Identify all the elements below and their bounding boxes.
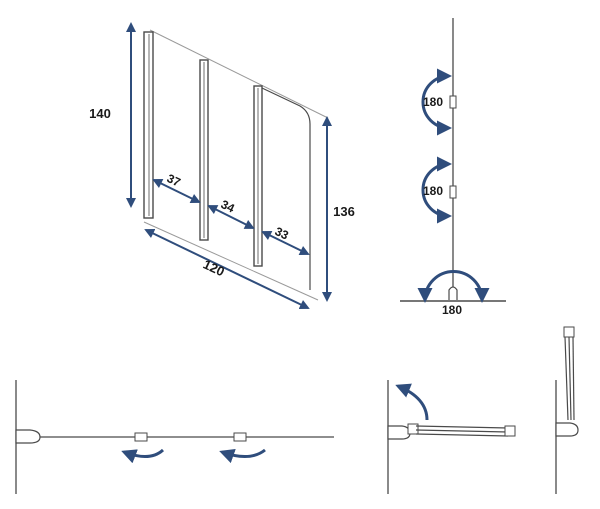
width-total-dimension [144,228,310,310]
wall-bracket [555,422,579,437]
width-total-label: 120 [201,257,227,280]
wall-hinge-angle: 180 [442,303,462,317]
height-left-label: 140 [89,106,111,121]
height-right-label: 136 [333,204,355,219]
curved-arrow-icon [421,68,452,136]
top-edge-line [149,29,329,119]
curved-arrow-icon [219,448,266,464]
curved-arrow-icon [395,383,429,421]
top-view-rotation: 180 180 180 [400,18,506,317]
hinge-stowed-top [563,326,575,338]
hinge-middle [449,185,457,199]
curved-arrow-icon [421,156,452,224]
hinge-middle-angle: 180 [423,184,443,198]
wall-hinge [448,286,458,300]
plan-view-folded [387,380,516,494]
panel-2-label: 34 [219,197,237,215]
bottom-edge-line [143,221,319,301]
curved-arrow-icon [121,448,165,464]
hinge-top-angle: 180 [423,95,443,109]
panel-3-dimension [261,231,310,255]
panel-profile-1 [143,31,154,219]
panel-1-label: 37 [165,171,183,189]
wall-bracket [15,429,41,444]
panel-1-dimension [152,179,201,203]
panel-3-label: 33 [273,224,291,242]
glass-edge [261,87,311,290]
hinge-plan-1 [134,432,148,442]
hinge-folded-end [504,425,516,437]
plan-view-stowed [555,326,579,494]
hinge-folded [407,423,419,435]
panel-profile-3 [253,85,263,267]
plan-view-flat [15,380,334,494]
hinge-top [449,95,457,109]
wall-bracket [387,425,411,440]
isometric-view: 140 136 120 37 34 33 [89,22,355,310]
panel-profile-2 [199,59,209,241]
curved-arrow-icon [417,270,490,303]
panel-2-dimension [207,205,255,229]
hinge-plan-2 [233,432,247,442]
